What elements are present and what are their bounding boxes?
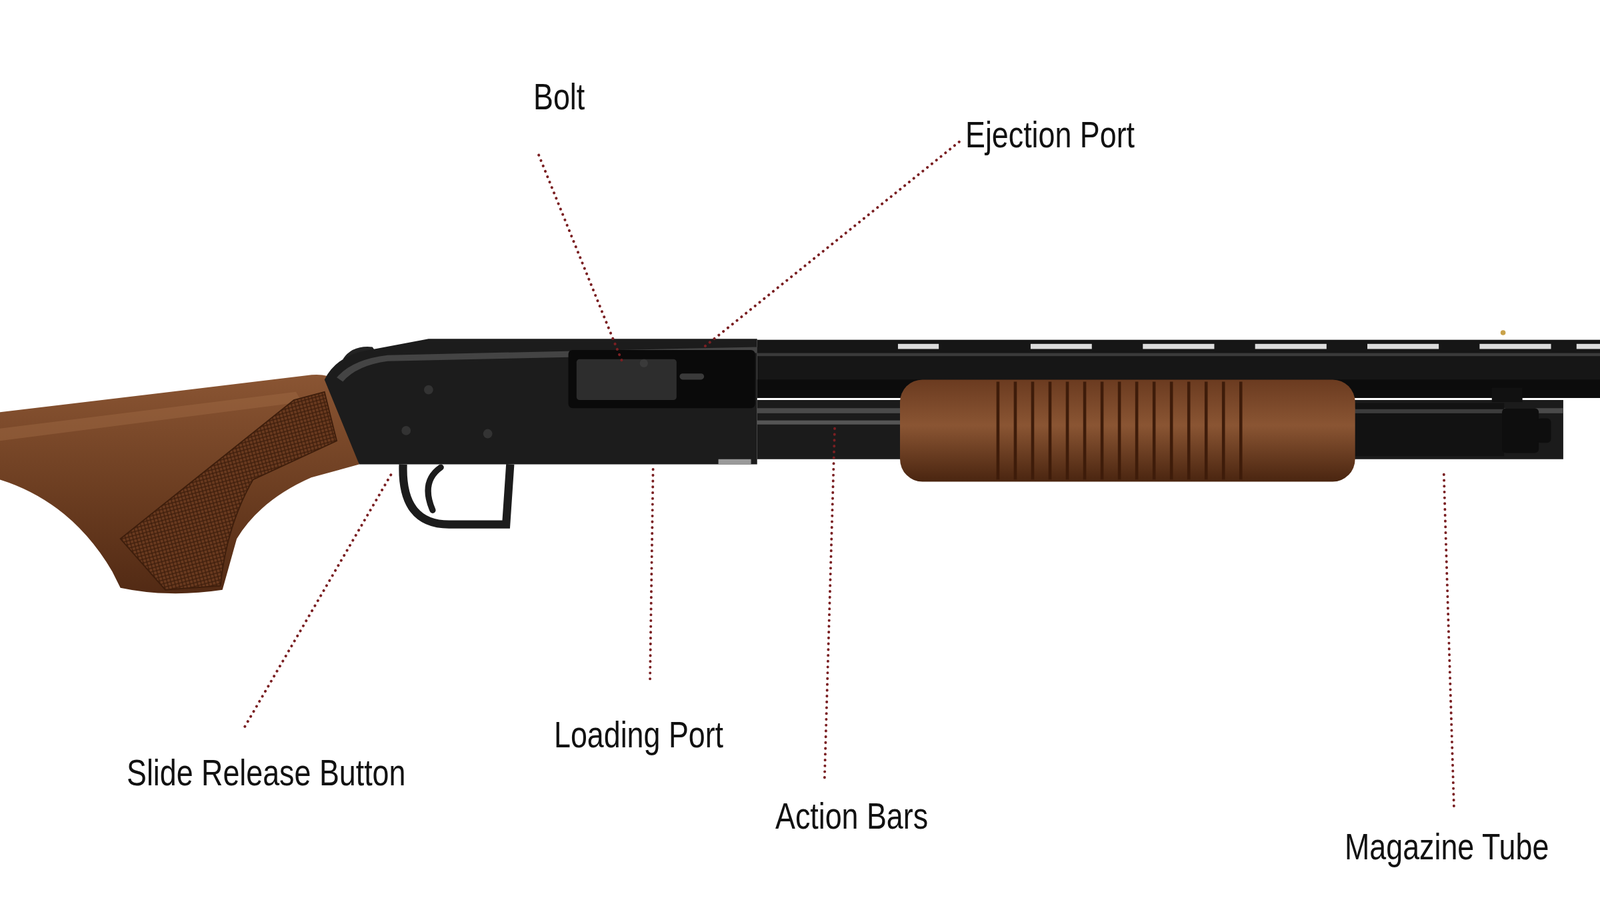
vent-rib (898, 344, 1600, 350)
release-detail (718, 459, 752, 465)
leader-line (824, 428, 835, 781)
leader-line (538, 155, 623, 363)
leader-line (704, 142, 960, 348)
action-bar (757, 420, 900, 425)
trigger-guard (402, 464, 510, 524)
cap-highlight (1355, 409, 1504, 414)
bolt-slot (679, 373, 704, 380)
barrel-band (1492, 388, 1523, 402)
screw (483, 429, 493, 439)
pin (640, 359, 648, 368)
leader-line (1444, 474, 1454, 812)
part-label: Bolt (533, 74, 585, 119)
part-label: Ejection Port (965, 112, 1135, 157)
checkering (120, 392, 337, 590)
leader-lines (244, 142, 1454, 812)
trigger (428, 467, 441, 510)
part-label: Loading Port (554, 712, 724, 757)
magazine-cap (1355, 403, 1504, 457)
part-label: Magazine Tube (1344, 824, 1549, 869)
bolt-face (576, 359, 677, 400)
checkering-border (120, 392, 337, 590)
part-label: Action Bars (775, 793, 928, 838)
screw (424, 385, 434, 395)
forend (900, 379, 1356, 482)
part-label: Slide Release Button (126, 750, 406, 795)
receiver (324, 338, 758, 464)
front-sight (1500, 330, 1506, 336)
cap-end (1502, 408, 1539, 453)
swivel-stud (1536, 418, 1551, 444)
screw (401, 426, 411, 436)
rib-highlight (757, 353, 1600, 357)
stock (0, 374, 360, 594)
leader-line (244, 471, 393, 727)
leader-line (650, 469, 654, 682)
forend-grooves (998, 381, 1241, 480)
ejection-port (568, 350, 756, 408)
